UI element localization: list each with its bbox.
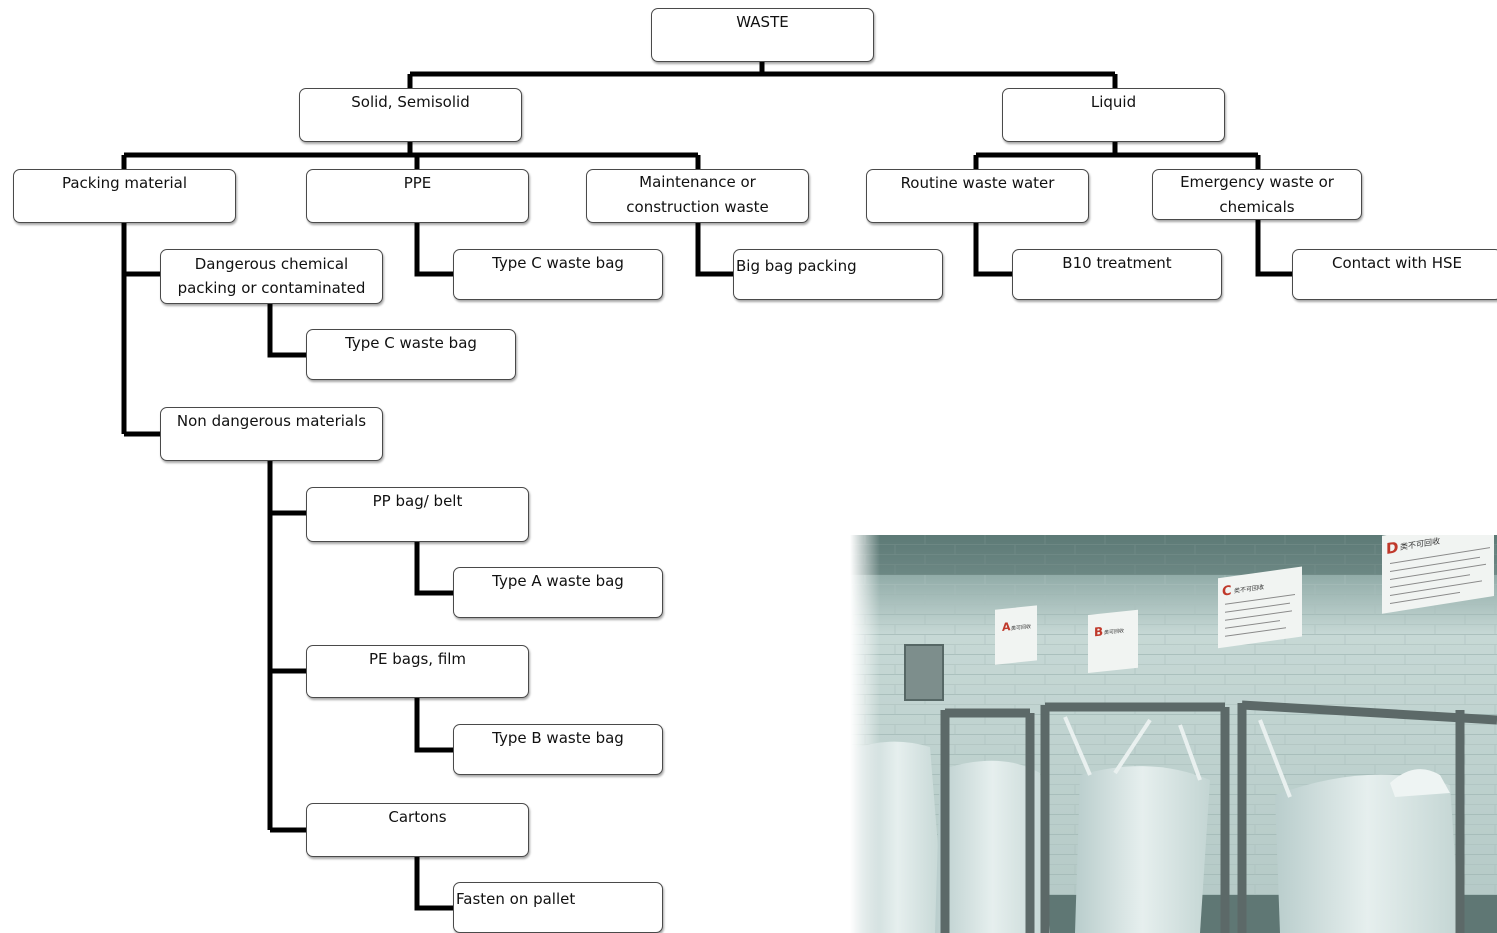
sign-b-title: 类可回收 bbox=[1104, 627, 1124, 636]
photo-bag-4-top bbox=[1390, 769, 1450, 797]
node-ppe-type-c-bag: Type C waste bag bbox=[453, 249, 663, 300]
connector-big-bag bbox=[695, 223, 733, 277]
node-big-bag-packing: Big bag packing bbox=[733, 249, 943, 300]
sign-c-letter: C bbox=[1222, 583, 1232, 599]
node-type-b-bag: Type B waste bag bbox=[453, 724, 663, 775]
node-type-b-label: Type B waste bag bbox=[492, 729, 624, 747]
node-big-bag-label: Big bag packing bbox=[736, 257, 857, 275]
node-liquid: Liquid bbox=[1002, 88, 1225, 142]
node-maintenance-line2: construction waste bbox=[626, 198, 769, 216]
node-pp-bag-label: PP bag/ belt bbox=[372, 492, 463, 510]
node-packing-label: Packing material bbox=[61, 174, 188, 192]
node-ppe: PPE bbox=[306, 169, 529, 223]
node-waste: WASTE bbox=[651, 8, 874, 62]
node-dangerous-line1: Dangerous chemical bbox=[194, 255, 349, 273]
photo-bag-2 bbox=[935, 760, 1050, 933]
node-liquid-label: Liquid bbox=[1090, 93, 1137, 111]
node-solid-semisolid: Solid, Semisolid bbox=[299, 88, 522, 142]
node-waste-label: WASTE bbox=[736, 13, 789, 31]
photo-bag-straps bbox=[1063, 716, 1292, 798]
node-b10-label: B10 treatment bbox=[1062, 254, 1172, 272]
connector-type-a bbox=[414, 542, 453, 596]
connector-hse bbox=[1255, 220, 1292, 277]
node-pe-bags-film: PE bags, film bbox=[306, 645, 529, 698]
waste-station-photo: A 类可回收 B 类可回收 C 类不可回收 D 类不可回收 bbox=[850, 535, 1497, 933]
node-cartons-label: Cartons bbox=[388, 808, 447, 826]
photo-sign-a: A 类可回收 bbox=[995, 605, 1037, 665]
photo-bag-4 bbox=[1275, 774, 1460, 933]
connector-ppe-bag bbox=[414, 223, 453, 277]
photo-sign-d: D 类不可回收 bbox=[1382, 535, 1494, 614]
connector-b10 bbox=[973, 223, 1012, 277]
node-emergency-line1: Emergency waste or bbox=[1180, 173, 1334, 191]
node-type-a-bag: Type A waste bag bbox=[453, 567, 663, 618]
node-maintenance: Maintenance or construction waste bbox=[586, 169, 809, 223]
node-fasten-pallet: Fasten on pallet bbox=[453, 882, 663, 933]
connector-pallet bbox=[414, 857, 453, 911]
node-non-dangerous: Non dangerous materials bbox=[160, 407, 383, 461]
node-dangerous-chemical: Dangerous chemical packing or contaminat… bbox=[160, 249, 383, 304]
node-dangerous-line2: packing or contaminated bbox=[177, 279, 366, 297]
node-hse-label: Contact with HSE bbox=[1332, 254, 1462, 272]
node-emergency: Emergency waste or chemicals bbox=[1152, 169, 1362, 220]
node-pe-bags-label: PE bags, film bbox=[368, 650, 467, 668]
node-pallet-label: Fasten on pallet bbox=[456, 890, 576, 908]
node-dangerous-type-c-bag: Type C waste bag bbox=[306, 329, 516, 380]
node-type-a-label: Type A waste bag bbox=[492, 572, 624, 590]
node-emergency-line2: chemicals bbox=[1219, 198, 1295, 216]
node-dangerous-bag-label: Type C waste bag bbox=[345, 334, 477, 352]
node-contact-hse: Contact with HSE bbox=[1292, 249, 1497, 300]
sign-a-letter: A bbox=[1002, 620, 1011, 634]
node-solid-label: Solid, Semisolid bbox=[351, 93, 470, 111]
photo-electrical-box bbox=[904, 644, 944, 701]
sign-d-letter: D bbox=[1386, 538, 1398, 558]
sign-b-letter: B bbox=[1094, 624, 1103, 639]
photo-bag-3 bbox=[1075, 766, 1210, 933]
connector-dangerous-bag bbox=[267, 304, 306, 358]
node-pp-bag-belt: PP bag/ belt bbox=[306, 487, 529, 542]
node-b10-treatment: B10 treatment bbox=[1012, 249, 1222, 300]
photo-steel-frames bbox=[940, 700, 1497, 933]
node-non-dangerous-label: Non dangerous materials bbox=[176, 412, 367, 430]
node-routine-label: Routine waste water bbox=[900, 174, 1055, 192]
connector-type-b bbox=[414, 698, 453, 753]
node-cartons: Cartons bbox=[306, 803, 529, 857]
node-packing-material: Packing material bbox=[13, 169, 236, 223]
node-maintenance-line1: Maintenance or bbox=[639, 173, 756, 191]
node-ppe-bag-label: Type C waste bag bbox=[492, 254, 624, 272]
node-routine-waste-water: Routine waste water bbox=[866, 169, 1089, 223]
node-ppe-label: PPE bbox=[403, 174, 432, 192]
photo-sign-c: C 类不可回收 bbox=[1218, 566, 1302, 649]
photo-bag-1 bbox=[850, 741, 945, 933]
photo-sign-b: B 类可回收 bbox=[1088, 609, 1138, 673]
sign-a-title: 类可回收 bbox=[1011, 623, 1031, 632]
